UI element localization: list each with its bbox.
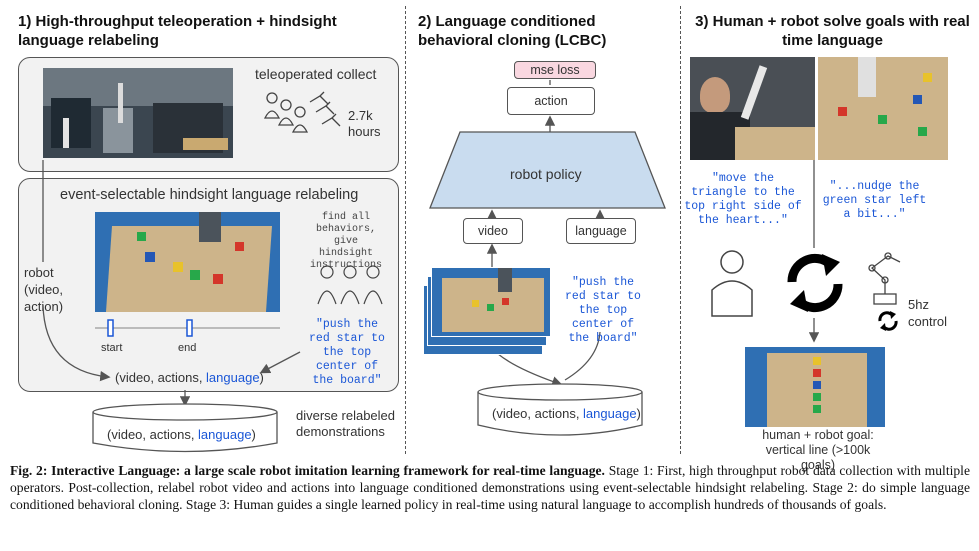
video-frame-front — [431, 267, 551, 337]
stage2-diagram — [429, 80, 666, 436]
robot-arm-icon — [868, 252, 901, 305]
caption-body: Stage 1: First, high throughput robot da… — [10, 463, 970, 512]
board-photo — [95, 212, 280, 312]
diverse-label: diverse relabeled demonstrations — [296, 408, 396, 439]
goal-label: human + robot goal: vertical line (>100k… — [762, 428, 874, 472]
stage1-title: 1) High-throughput teleoperation + hinds… — [18, 13, 337, 49]
board-topdown-photo — [818, 57, 948, 160]
robot-label: robot (video, action) — [24, 265, 64, 314]
stage2-instruction: "push the red star to the top center of … — [565, 276, 641, 345]
video-box: video — [463, 218, 523, 244]
language-box: language — [566, 218, 636, 244]
teleop-label: teleoperated collect — [255, 66, 377, 82]
end-label: end — [178, 342, 197, 354]
separator-2 — [680, 6, 681, 454]
find-text: find all behaviors, give hindsight instr… — [309, 212, 382, 271]
timeline — [95, 319, 280, 337]
relabel-tuple: (video, actions, language) — [115, 370, 264, 385]
relabel-instruction: "push the red star to the top center of … — [309, 318, 385, 387]
mse-loss-box: mse loss — [514, 61, 596, 79]
policy-label: robot policy — [510, 166, 582, 182]
stage3-arrows — [808, 160, 820, 343]
start-label: start — [101, 342, 123, 354]
relabel-title: event-selectable hindsight language rela… — [60, 187, 359, 203]
stage2-title: 2) Language conditioned behavioral cloni… — [418, 13, 607, 49]
caption-bold: Interactive Language: a large scale robo… — [51, 463, 605, 478]
person-icon — [711, 250, 753, 317]
hours-label: 2.7k hours — [348, 108, 381, 139]
human-robot-photo — [690, 57, 815, 160]
stage2-db-label: (video, actions, language) — [492, 406, 641, 421]
stage1-db-label: (video, actions, language) — [107, 427, 256, 442]
operators-icon — [263, 91, 341, 133]
crowd-icon — [317, 265, 383, 305]
goal-photo — [745, 347, 885, 427]
separator-1 — [405, 6, 406, 454]
cycle-arrows-icon — [787, 253, 843, 313]
stage3-title: 3) Human + robot solve goals with real t… — [695, 13, 970, 49]
small-cycle-icon — [878, 311, 898, 331]
lab-photo — [43, 68, 233, 158]
control-label: 5hz control — [908, 297, 948, 329]
quote-1: "move the triangle to the top right side… — [684, 172, 802, 227]
stage1-arrows — [42, 160, 301, 453]
caption-fig-label: Fig. 2: — [10, 463, 48, 478]
action-box: action — [507, 87, 595, 115]
figure-caption: Fig. 2: Interactive Language: a large sc… — [10, 462, 970, 513]
quote-2: "...nudge the green star left a bit..." — [822, 180, 927, 221]
